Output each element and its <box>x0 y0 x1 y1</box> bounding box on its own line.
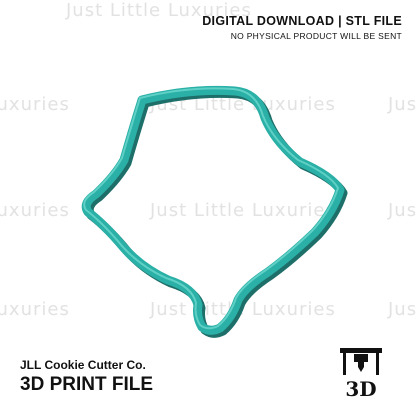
cutter-highlight <box>83 87 339 330</box>
download-notice: DIGITAL DOWNLOAD | STL FILE NO PHYSICAL … <box>202 14 402 41</box>
3d-printer-icon: 3D <box>340 348 382 401</box>
notice-title: DIGITAL DOWNLOAD | STL FILE <box>202 14 402 28</box>
3d-icon-label: 3D <box>345 377 376 401</box>
company-name: JLL Cookie Cutter Co. <box>20 358 146 372</box>
product-label: 3D PRINT FILE <box>20 374 154 395</box>
cutter-outline <box>81 85 345 335</box>
notice-subtitle: NO PHYSICAL PRODUCT WILL BE SENT <box>230 31 402 41</box>
cutter-shadow <box>84 88 348 338</box>
brand-footer: JLL Cookie Cutter Co. 3D PRINT FILE <box>20 358 153 396</box>
